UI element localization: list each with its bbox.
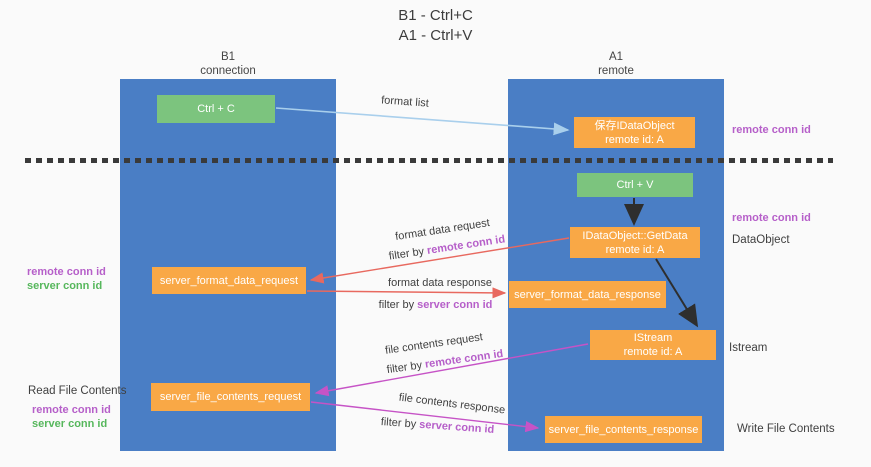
lane-a1-name: A1 bbox=[608, 51, 624, 63]
right-remote-conn-id-annotation: remote conn id bbox=[732, 124, 811, 136]
node-ctrl-c-label: Ctrl + C bbox=[197, 103, 235, 115]
read-file-contents-annotation: Read File Contents bbox=[28, 385, 127, 397]
left-server-conn-id-annotation-2: server conn id bbox=[32, 418, 108, 430]
node-istream: IStream remote id: A bbox=[590, 330, 716, 360]
node-istream-line1: IStream bbox=[633, 332, 673, 344]
server-conn-id-text: server conn id bbox=[418, 418, 495, 436]
diagram-title: B1 - Ctrl+C A1 - Ctrl+V bbox=[0, 6, 871, 46]
node-save-idataobject-line1: 保存IDataObject bbox=[594, 119, 675, 132]
node-server-format-data-request: server_format_data_request bbox=[152, 267, 306, 294]
lane-a1-sub: remote bbox=[598, 65, 634, 77]
node-server-format-data-response: server_format_data_response bbox=[509, 281, 666, 308]
title-line-2: A1 - Ctrl+V bbox=[398, 27, 473, 44]
left-remote-conn-id-annotation-2: remote conn id bbox=[32, 404, 111, 416]
format-data-response-label: format data response bbox=[388, 277, 492, 289]
remote-conn-id-text: remote conn id bbox=[426, 233, 506, 257]
right-remote-conn-id-annotation-2: remote conn id bbox=[732, 212, 811, 224]
filter-by-text: filter by bbox=[386, 358, 426, 377]
istream-annotation: Istream bbox=[729, 342, 768, 354]
node-server-file-contents-request: server_file_contents_request bbox=[151, 383, 310, 411]
node-file-response-label: server_file_contents_response bbox=[548, 423, 699, 436]
lane-b1-name: B1 bbox=[220, 51, 236, 63]
node-idataobject-getdata: IDataObject::GetData remote id: A bbox=[570, 227, 700, 258]
format-list-label: format list bbox=[380, 94, 430, 110]
node-save-idataobject: 保存IDataObject remote id: A bbox=[574, 117, 695, 148]
left-remote-conn-id-annotation: remote conn id bbox=[27, 266, 106, 278]
node-save-idataobject-line2: remote id: A bbox=[605, 133, 664, 146]
node-format-response-label: server_format_data_response bbox=[514, 288, 661, 301]
format-data-response-filter-label: filter by server conn id bbox=[373, 299, 498, 311]
lane-header-b1: B1 connection bbox=[120, 50, 336, 78]
title-line-1: B1 - Ctrl+C bbox=[398, 7, 473, 24]
node-istream-line2: remote id: A bbox=[623, 346, 683, 358]
filter-by-text: filter by bbox=[388, 245, 428, 263]
filter-by-text: filter by bbox=[380, 416, 420, 431]
node-getdata-line2: remote id: A bbox=[605, 243, 665, 256]
lane-b1-sub: connection bbox=[200, 65, 256, 77]
file-contents-response-label: file contents response bbox=[398, 391, 506, 417]
format-data-response-arrow bbox=[306, 287, 507, 299]
lane-header-a1: A1 remote bbox=[508, 50, 724, 78]
dataobject-annotation: DataObject bbox=[732, 234, 790, 246]
node-ctrl-v: Ctrl + V bbox=[577, 173, 693, 197]
write-file-contents-annotation: Write File Contents bbox=[737, 423, 835, 435]
server-conn-id-text: server conn id bbox=[417, 299, 493, 311]
node-ctrl-c: Ctrl + C bbox=[157, 95, 275, 123]
remote-conn-id-text: remote conn id bbox=[424, 347, 504, 371]
left-server-conn-id-annotation: server conn id bbox=[27, 280, 103, 292]
node-file-request-label: server_file_contents_request bbox=[159, 391, 302, 403]
filter-by-text: filter by bbox=[378, 299, 418, 311]
node-ctrl-v-label: Ctrl + V bbox=[616, 179, 654, 191]
node-server-file-contents-response: server_file_contents_response bbox=[545, 416, 702, 443]
node-getdata-line1: IDataObject::GetData bbox=[582, 229, 688, 242]
phase-separator-dashed-line bbox=[25, 158, 833, 163]
file-contents-response-filter-label: filter by server conn id bbox=[375, 416, 501, 437]
node-format-request-label: server_format_data_request bbox=[159, 274, 299, 287]
